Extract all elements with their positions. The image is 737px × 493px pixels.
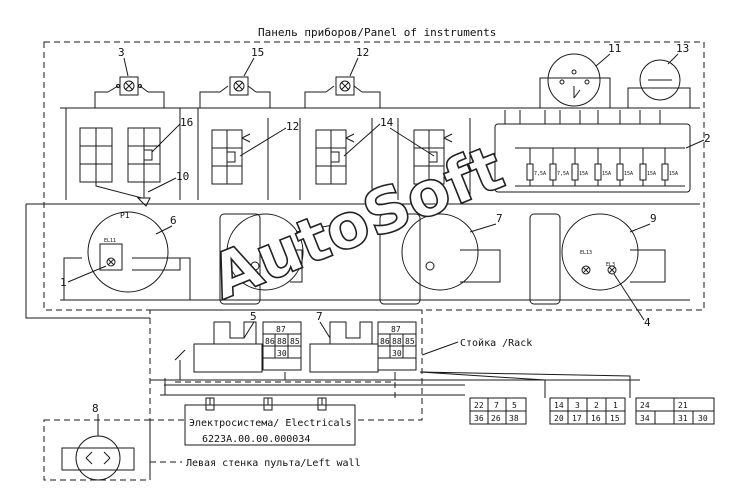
conn-a-t0: 22 (474, 401, 484, 410)
switch-block-b (315, 129, 355, 185)
lamp-15 (61, 435, 135, 481)
lamp-el3-label: EL3 (606, 262, 615, 268)
relay-left-pin-86: 86 (265, 337, 275, 346)
left-wall-label: Левая стенка пульта/Left wall (186, 458, 361, 469)
relay-right-pin-88: 88 (392, 337, 402, 346)
gauge-9 (219, 213, 304, 305)
callout-7a: 5 (250, 310, 257, 323)
gauge-8b (379, 213, 501, 305)
panel-label: Панель приборов/Panel of instruments (258, 26, 496, 39)
fuse-rating: 7,5A (534, 171, 546, 177)
lamp-3 (304, 76, 381, 103)
conn-a-b2: 38 (509, 414, 519, 423)
fuse (594, 163, 602, 181)
fuse (616, 163, 624, 181)
lamp-el13-label: EL13 (580, 250, 592, 256)
callout-8a: 6 (170, 214, 177, 227)
rack-label: Стойка /Rack (460, 337, 532, 349)
fuse-rating: 7,5A (557, 171, 569, 177)
conn-c-b0: 34 (640, 414, 650, 423)
callout-4: 15 (251, 46, 264, 59)
switch-block-c (413, 129, 453, 185)
relay-left-pin-85: 85 (290, 337, 300, 346)
fuse-rating: 15A (669, 171, 678, 177)
relay-left-pin-88: 88 (277, 337, 287, 346)
conn-c-t2: 21 (678, 401, 688, 410)
conn-b-t1: 3 (575, 401, 580, 410)
lamp-4 (199, 76, 271, 103)
conn-b-b0: 20 (554, 414, 564, 423)
callout-8b: 7 (496, 212, 503, 225)
connector-a (469, 397, 527, 425)
electrics-label: Электросистема/ Electricals (189, 418, 352, 429)
callout-15: 8 (92, 402, 99, 415)
relay-7-left (193, 321, 302, 373)
callout-10: 9 (650, 212, 657, 225)
conn-b-t2: 2 (594, 401, 599, 410)
fuse-rating: 15A (602, 171, 611, 177)
fuse-rating: 15A (624, 171, 633, 177)
gauge-11 (539, 53, 611, 107)
fuse (639, 163, 647, 181)
gauge-13 (627, 59, 691, 103)
electrics-code: 6223А.00.00.000034 (202, 434, 310, 445)
relay-7-right (309, 321, 417, 373)
conn-b-t0: 14 (554, 401, 564, 410)
conn-a-t1: 7 (494, 401, 499, 410)
conn-a-b1: 26 (491, 414, 501, 423)
fuse (526, 163, 534, 181)
conn-a-t2: 5 (512, 401, 517, 410)
conn-b-t3: 1 (613, 401, 618, 410)
relay-left-pin-30: 30 (277, 349, 287, 358)
callout-14: 10 (176, 170, 189, 183)
fuse (661, 163, 669, 181)
conn-c-b3: 30 (698, 414, 708, 423)
callout-3: 12 (356, 46, 369, 59)
callout-6: 4 (644, 316, 651, 329)
conn-c-t0: 24 (640, 401, 650, 410)
conn-c-b2: 31 (678, 414, 688, 423)
lamp-el11-label: EL11 (104, 238, 116, 244)
fuse-rating: 15A (579, 171, 588, 177)
callout-16: 16 (180, 116, 193, 129)
conn-b-b1: 17 (572, 414, 582, 423)
callout-9: 8 (338, 212, 345, 225)
electrics-box (184, 397, 356, 446)
connector-b (549, 397, 626, 425)
callout-12a: 12 (286, 120, 299, 133)
callout-1: 1 (60, 276, 67, 289)
relay-right-pin-85: 85 (405, 337, 415, 346)
conn-b-b2: 16 (591, 414, 601, 423)
switch-block-a (211, 129, 251, 185)
conn-b-b3: 15 (610, 414, 620, 423)
callout-5: 3 (118, 46, 125, 59)
fuse (571, 163, 579, 181)
connector-c (635, 397, 715, 425)
callout-11: 11 (608, 42, 621, 55)
panel-of-instruments-border (43, 41, 705, 311)
fuse-box-2: 7,5A 7,5A 15A 15A 15A 15A 15A (494, 110, 691, 193)
fuse (549, 163, 557, 181)
lamp-5 (94, 76, 165, 103)
callouts: 3 15 12 11 13 16 12 14 2 10 6 8 7 9 1 4 … (60, 42, 711, 436)
fuse-rating: 15A (647, 171, 656, 177)
callout-13: 13 (676, 42, 689, 55)
relay-left-pin-87: 87 (276, 325, 286, 334)
callout-7b: 7 (316, 310, 323, 323)
relay-p1-label: P1 (120, 211, 130, 220)
gauge-10 (529, 213, 666, 305)
callout-2: 2 (704, 132, 711, 145)
rack-border (149, 309, 423, 421)
callout-12b: 14 (380, 116, 394, 129)
conn-a-b0: 36 (474, 414, 484, 423)
switch-block-16 (79, 127, 161, 207)
relay-right-pin-30: 30 (392, 349, 402, 358)
relay-right-pin-87: 87 (391, 325, 401, 334)
watermark: AutoSoft (200, 131, 513, 314)
gauge-8-p1 (63, 211, 191, 300)
relay-right-pin-86: 86 (380, 337, 390, 346)
